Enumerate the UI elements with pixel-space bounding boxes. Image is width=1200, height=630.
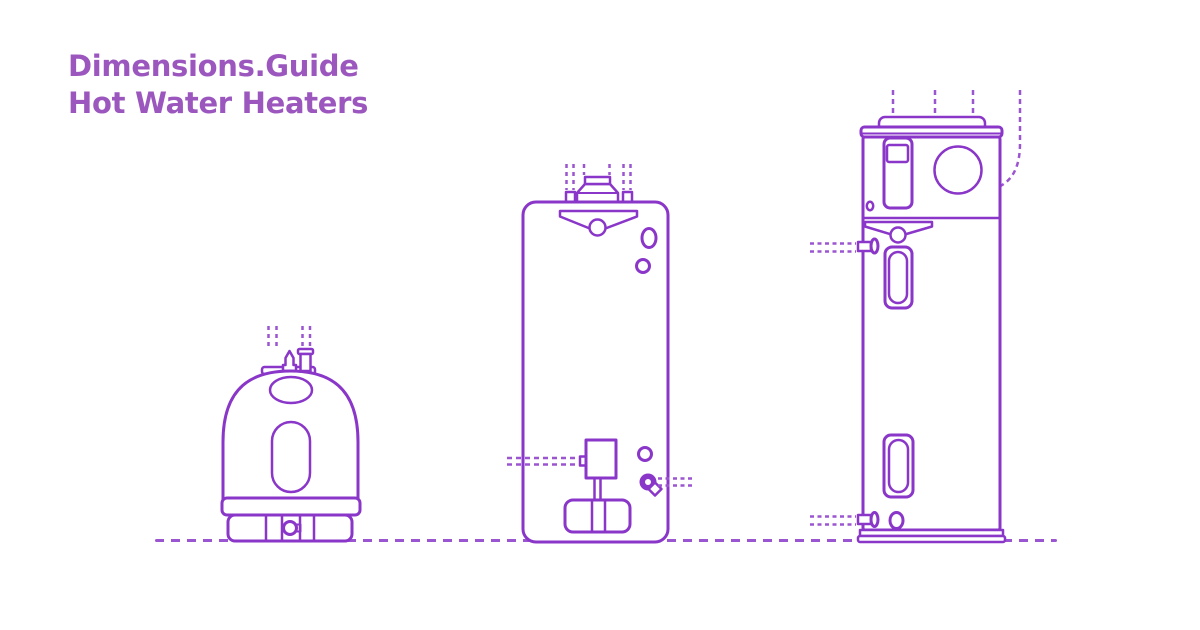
upper-access-pill bbox=[887, 250, 909, 305]
drain-valve-hole bbox=[645, 479, 651, 485]
compact-lowboy-water-heater-drawing bbox=[220, 326, 362, 543]
skirt-band bbox=[220, 496, 362, 517]
side-dot bbox=[865, 200, 875, 212]
gas-line-dashes bbox=[507, 456, 580, 466]
tank-body bbox=[521, 200, 670, 544]
burner-assembly bbox=[563, 498, 632, 534]
lower-pipe-fitting bbox=[856, 513, 873, 526]
upper-access-panel bbox=[883, 245, 914, 310]
anode-port-circle bbox=[588, 218, 607, 237]
page-title: Dimensions.Guide Hot Water Heaters bbox=[68, 48, 368, 122]
heat-pump-water-heater-drawing bbox=[810, 90, 1022, 544]
tank-dome-body bbox=[221, 369, 360, 504]
upper-port-circle bbox=[635, 258, 651, 274]
top-seam-banner bbox=[558, 209, 639, 231]
burner-dividers bbox=[590, 498, 607, 534]
lower-access-panel bbox=[882, 433, 915, 499]
base-valve-knob bbox=[282, 520, 298, 536]
lower-port-circle bbox=[637, 446, 653, 462]
drain-port-oval bbox=[888, 511, 905, 530]
base-valve-tab bbox=[295, 523, 302, 533]
pipe-riser-dashes bbox=[267, 326, 312, 350]
lower-fitting-flange bbox=[869, 511, 880, 528]
brand-title: Dimensions.Guide bbox=[68, 49, 359, 83]
gas-tank-water-heater-drawing bbox=[507, 164, 692, 544]
upper-water-line-dashes bbox=[810, 242, 856, 253]
gas-control-valve bbox=[584, 438, 618, 480]
lower-water-line-dashes bbox=[810, 515, 856, 526]
control-screen bbox=[885, 143, 910, 164]
vent-cap bbox=[583, 175, 612, 186]
control-panel bbox=[882, 136, 914, 210]
fan-circle bbox=[933, 145, 983, 195]
upper-fitting-flange bbox=[869, 237, 880, 255]
label-oval bbox=[268, 375, 314, 405]
heat-pump-water-heater-icon bbox=[800, 85, 1062, 550]
relief-valve-knob bbox=[281, 349, 298, 373]
lower-access-pill bbox=[887, 438, 910, 494]
drain-line-dashes bbox=[658, 477, 692, 487]
base-band-lower bbox=[856, 534, 1007, 544]
upper-port-oval bbox=[640, 227, 658, 249]
access-pill bbox=[270, 420, 312, 494]
anode-port-circle bbox=[889, 226, 907, 244]
top-seam-banner bbox=[863, 220, 934, 237]
page-subtitle: Hot Water Heaters bbox=[68, 86, 369, 120]
pipe-stub bbox=[299, 352, 312, 373]
upper-pipe-fitting bbox=[856, 240, 873, 253]
compact-lowboy-water-heater-icon bbox=[215, 320, 365, 548]
gas-tank-water-heater-icon bbox=[500, 160, 700, 550]
burner-supply-pipe bbox=[593, 476, 602, 502]
